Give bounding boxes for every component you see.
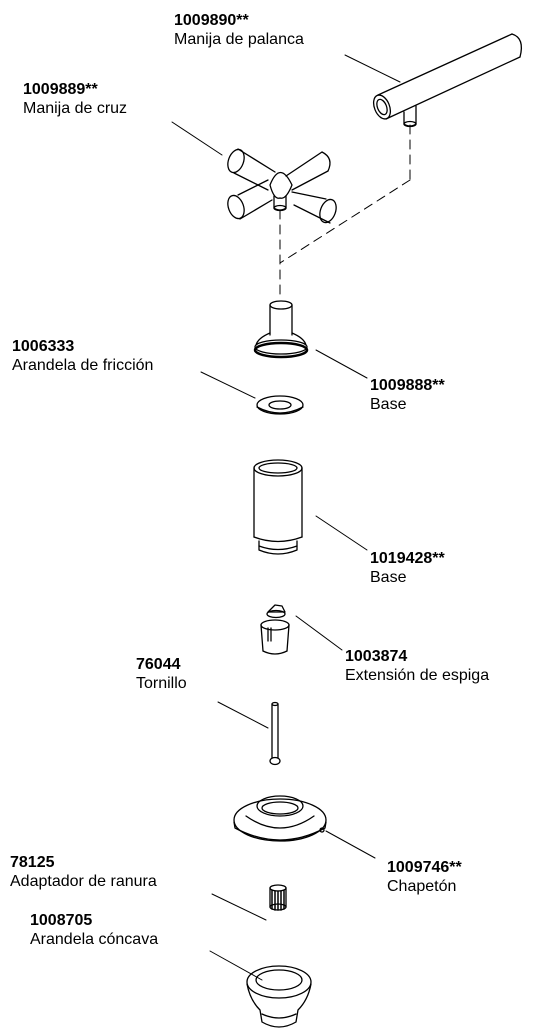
part-number: 1009888** (370, 377, 445, 394)
part-number: 1019428** (370, 550, 445, 567)
small-base-drawing (253, 300, 309, 359)
lever-handle-drawing (372, 33, 523, 128)
part-name: Arandela cóncava (30, 931, 159, 948)
label-small-base: 1009888** Base (370, 376, 445, 414)
label-concave-washer: 1008705 Arandela cóncava (30, 911, 158, 949)
part-name: Adaptador de ranura (10, 873, 157, 890)
part-name: Chapetón (387, 878, 457, 895)
part-name: Arandela de fricción (12, 357, 154, 374)
part-number: 1003874 (345, 648, 408, 665)
escutcheon-drawing (233, 795, 327, 842)
stem-extension-drawing (260, 604, 290, 655)
label-lever-handle: 1009890** Manija de palanca (174, 11, 304, 49)
label-cross-handle: 1009889** Manija de cruz (23, 80, 127, 118)
part-name: Base (370, 569, 407, 586)
part-name: Manija de palanca (174, 31, 304, 48)
part-name: Tornillo (136, 675, 187, 692)
label-large-base: 1019428** Base (370, 549, 445, 587)
alignment-dashed-lines (279, 124, 411, 299)
label-spline-adapter: 78125 Adaptador de ranura (10, 853, 157, 891)
label-friction-washer: 1006333 Arandela de fricción (12, 337, 153, 375)
label-stem-extension: 1003874 Extensión de espiga (345, 647, 489, 685)
friction-washer-drawing (256, 395, 304, 415)
spline-adapter-drawing (269, 884, 287, 911)
screw-drawing (269, 701, 281, 766)
part-name: Manija de cruz (23, 100, 128, 117)
leader-lines (171, 54, 401, 981)
part-number: 1008705 (30, 912, 93, 929)
part-number: 1006333 (12, 338, 75, 355)
label-screw: 76044 Tornillo (136, 655, 187, 693)
part-number: 1009746** (387, 859, 462, 876)
cross-handle-drawing (227, 148, 337, 224)
part-number: 78125 (10, 854, 55, 871)
part-number: 1009890** (174, 12, 249, 29)
part-name: Extensión de espiga (345, 667, 490, 684)
part-number: 76044 (136, 656, 181, 673)
part-number: 1009889** (23, 81, 98, 98)
label-escutcheon: 1009746** Chapetón (387, 858, 462, 896)
part-name: Base (370, 396, 407, 413)
concave-washer-drawing (246, 965, 312, 1028)
large-base-drawing (253, 459, 303, 555)
